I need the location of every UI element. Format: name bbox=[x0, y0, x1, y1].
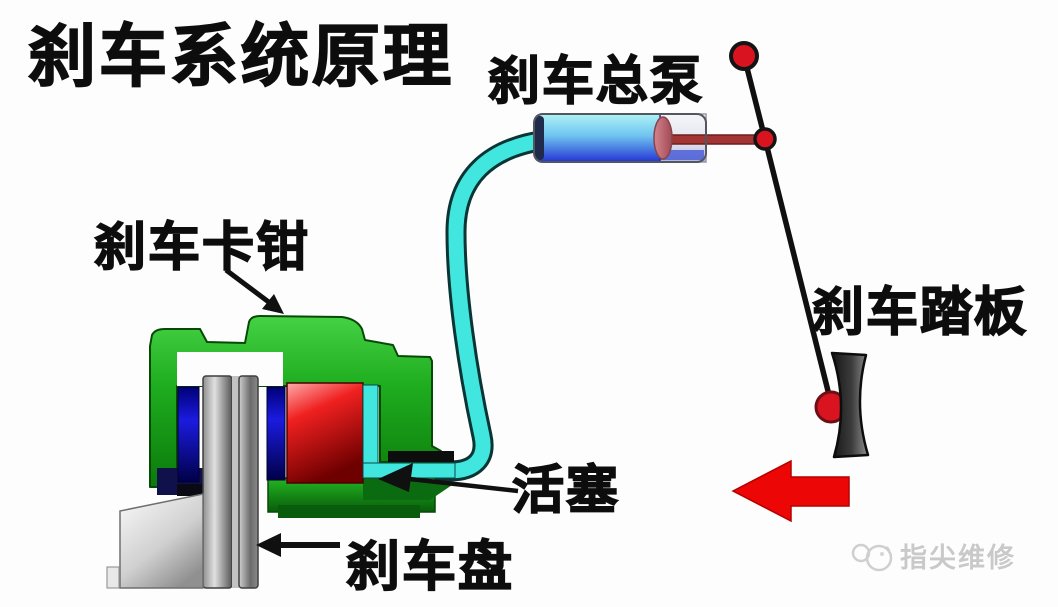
watermark-logo-icon bbox=[851, 543, 893, 571]
pedal-lever bbox=[741, 55, 835, 408]
brake-master-cylinder bbox=[533, 113, 765, 163]
brake-pedal-pad bbox=[814, 351, 870, 459]
pushrod bbox=[667, 134, 765, 145]
hydraulic-line bbox=[385, 129, 557, 482]
disc-pointer-arrow bbox=[256, 533, 340, 557]
force-arrow-icon bbox=[731, 459, 850, 523]
label-brake-caliper: 刹车卡钳 bbox=[93, 219, 311, 277]
line-fitting bbox=[388, 451, 454, 462]
piston-pointer-arrow bbox=[378, 463, 519, 494]
label-master-cylinder: 刹车总泵 bbox=[487, 53, 705, 111]
watermark: 指尖维修 bbox=[848, 536, 1016, 575]
lever-top-pivot bbox=[729, 41, 759, 71]
label-piston: 活塞 bbox=[511, 462, 621, 520]
brake-piston bbox=[286, 382, 364, 484]
label-brake-disc: 刹车盘 bbox=[345, 537, 514, 597]
brake-pad-left bbox=[157, 386, 205, 496]
brake-pad-right bbox=[266, 386, 286, 481]
page-title: 刹车系统原理 bbox=[27, 19, 455, 95]
brake-disc bbox=[202, 375, 259, 589]
pushrod-joint bbox=[753, 127, 777, 151]
caliper-pointer-arrow bbox=[224, 268, 284, 314]
disc-hub bbox=[106, 493, 204, 589]
watermark-text: 指尖维修 bbox=[900, 543, 1016, 573]
label-brake-pedal: 刹车踏板 bbox=[811, 284, 1029, 342]
